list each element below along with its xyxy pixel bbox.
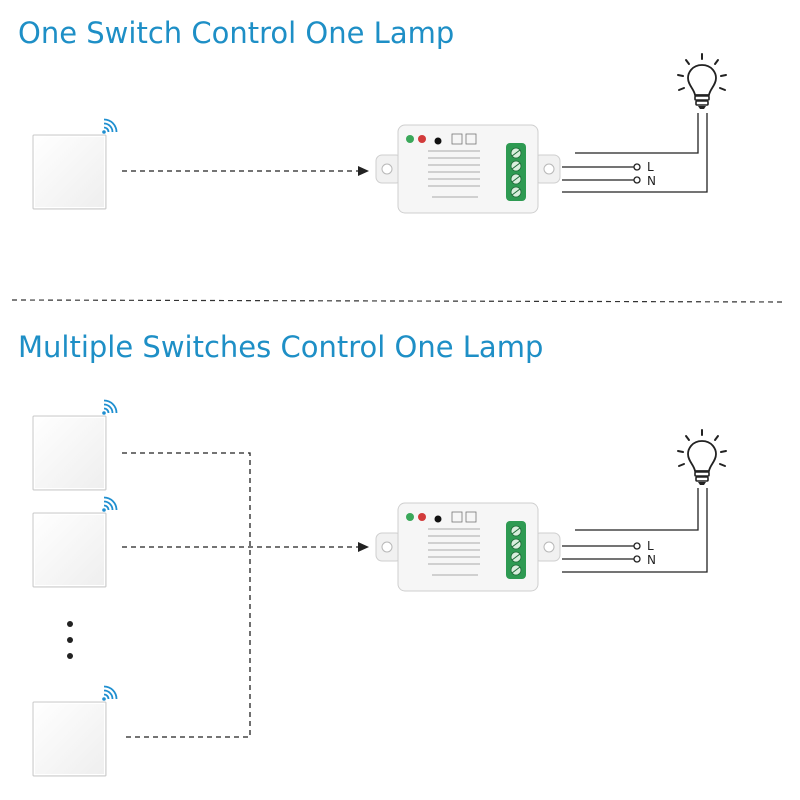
- wifi-signal-icon: [101, 685, 118, 702]
- signal-paths: [122, 452, 358, 738]
- line-terminal: [633, 163, 641, 171]
- wireless-switch-icon: [32, 701, 107, 777]
- section-title-one-switch: One Switch Control One Lamp: [18, 16, 455, 50]
- light-bulb-icon: [677, 429, 727, 486]
- line-terminal: [633, 542, 641, 550]
- receiver-controller-icon: [375, 502, 561, 592]
- light-bulb-icon: [677, 53, 727, 110]
- line-label: L: [647, 160, 654, 174]
- wifi-signal-icon: [101, 496, 118, 513]
- arrow-head: [358, 166, 369, 176]
- ellipsis-dots: [67, 621, 73, 659]
- neutral-label: N: [647, 174, 656, 188]
- wireless-switch-icon: [32, 415, 107, 491]
- wireless-switch-icon: [32, 512, 107, 588]
- line-label: L: [647, 539, 654, 553]
- wifi-signal-icon: [101, 399, 118, 416]
- section-divider: [11, 299, 786, 303]
- neutral-terminal: [633, 555, 641, 563]
- neutral-label: N: [647, 553, 656, 567]
- section-multiple-switches: L N: [32, 399, 727, 777]
- wireless-switch-icon: [32, 134, 107, 210]
- section-one-switch: L N: [32, 53, 727, 214]
- section-title-multiple-switches: Multiple Switches Control One Lamp: [18, 330, 544, 364]
- wifi-signal-icon: [101, 118, 118, 135]
- neutral-terminal: [633, 176, 641, 184]
- output-wiring: [562, 113, 708, 193]
- arrow-head: [358, 542, 369, 552]
- receiver-controller-icon: [375, 124, 561, 214]
- output-wiring: [562, 488, 708, 573]
